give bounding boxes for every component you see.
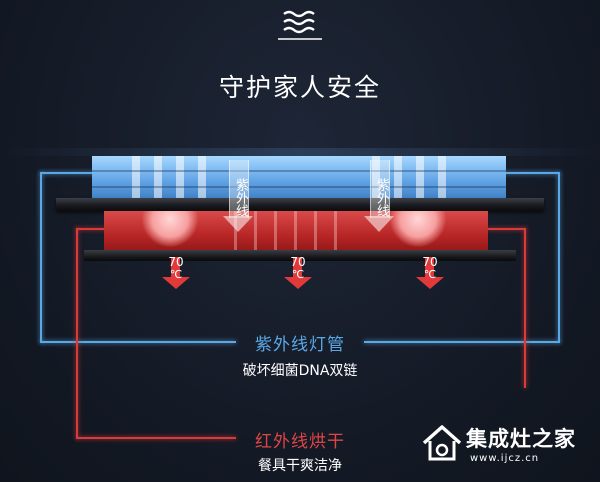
uv-callout-line-bottom-left <box>40 341 236 343</box>
page-title: 守护家人安全 <box>218 73 381 102</box>
house-logo-icon <box>422 425 462 461</box>
ir-callout-line-right <box>524 228 526 388</box>
temperature-arrow: 70 ℃ <box>278 253 318 293</box>
temperature-unit: ℃ <box>291 268 305 281</box>
temperature-value: 70 <box>168 255 184 269</box>
ir-callout-line-top-right <box>486 228 526 230</box>
uv-callout-line-top-right <box>500 172 560 174</box>
ir-callout-line-bottom-left <box>76 437 236 439</box>
temperature-arrow: 70 ℃ <box>410 253 450 293</box>
ir-drawer <box>104 211 488 253</box>
uv-callout-line-right <box>558 172 560 343</box>
drawer-shelf-bottom <box>84 250 516 261</box>
uv-arrow: 紫外线 <box>364 160 394 234</box>
ir-drying-label: 红外线烘干 <box>255 432 345 452</box>
ir-callout-line-top-left <box>76 228 106 230</box>
temperature-value: 70 <box>422 255 438 269</box>
uv-lamp-label: 紫外线灯管 <box>255 335 345 355</box>
watermark-name: 集成灶之家 <box>466 427 576 451</box>
drawer-shelf-top <box>56 198 544 211</box>
temperature-value: 70 <box>290 255 306 269</box>
ir-drying-description: 餐具干爽洁净 <box>258 458 342 474</box>
header-divider <box>0 148 600 156</box>
uv-callout-line-bottom-right <box>364 341 560 343</box>
uv-callout-line-top-left <box>40 172 100 174</box>
uv-arrow-label: 紫外线 <box>374 178 389 217</box>
ir-callout-line-left <box>76 228 78 439</box>
uv-arrow: 紫外线 <box>223 160 253 234</box>
watermark-url: www.ijcz.cn <box>470 453 540 464</box>
uv-lamp-description: 破坏细菌DNA双链 <box>242 363 358 379</box>
temperature-arrow: 70 ℃ <box>156 253 196 293</box>
steam-wave-icon <box>278 10 322 40</box>
temperature-unit: ℃ <box>423 268 437 281</box>
uv-arrow-label: 紫外线 <box>233 178 248 217</box>
temperature-unit: ℃ <box>169 268 183 281</box>
uv-callout-line-left <box>40 172 42 343</box>
uv-drawer <box>92 156 506 200</box>
